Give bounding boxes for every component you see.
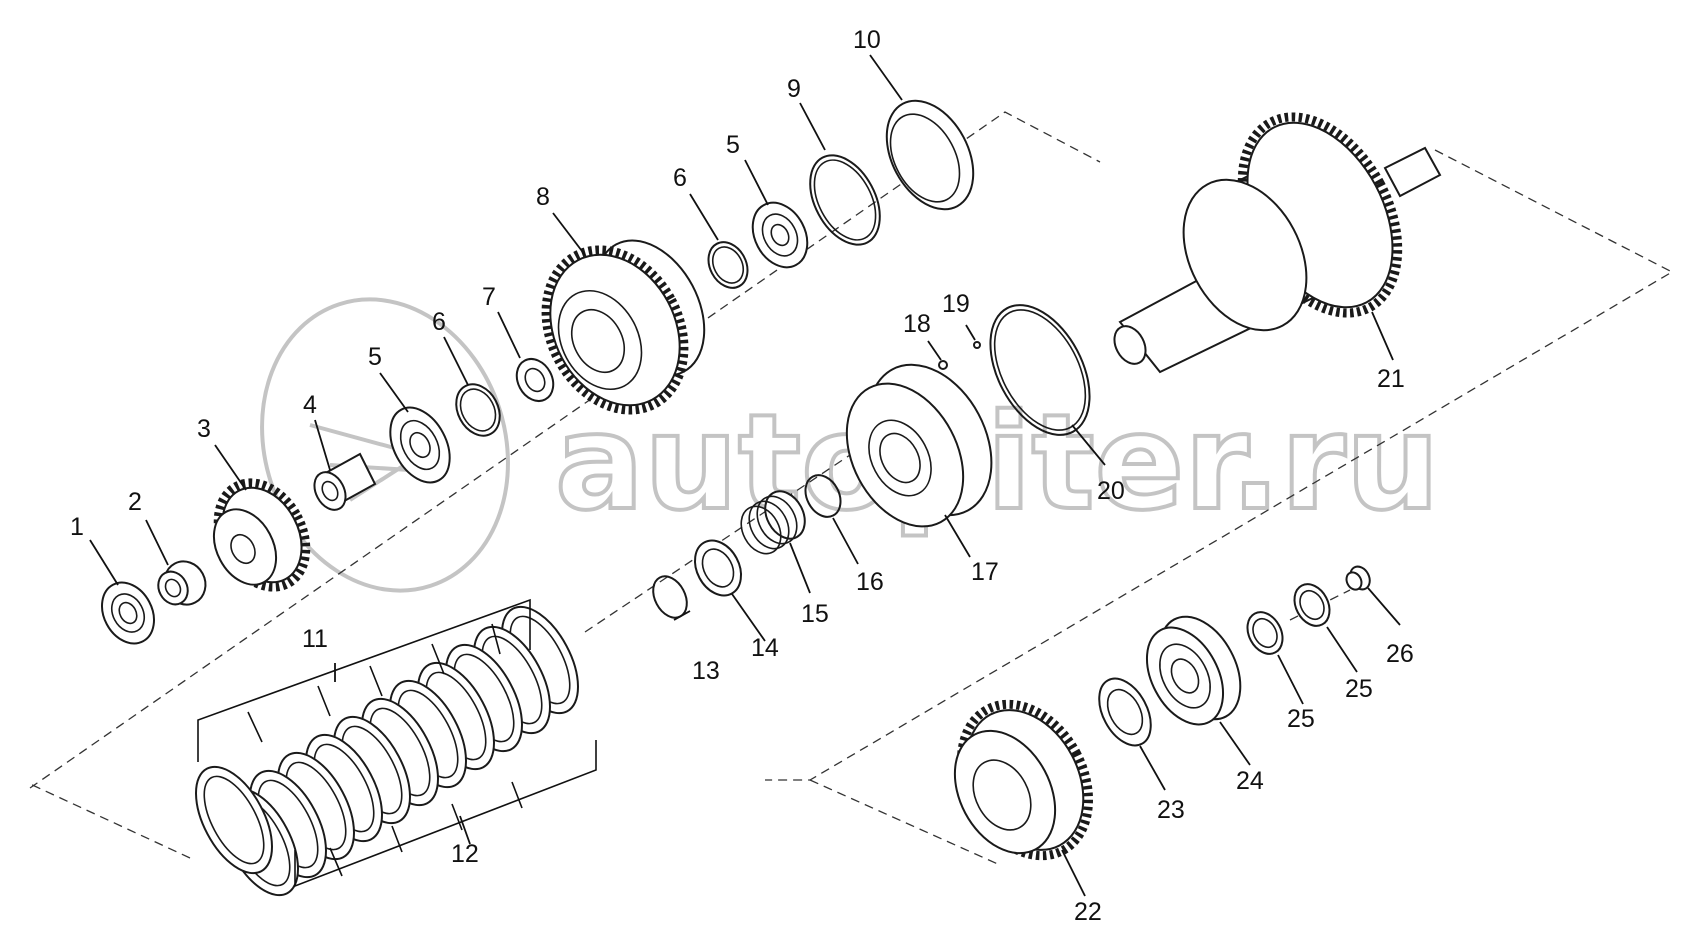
part-23-washer [1098, 677, 1152, 747]
part-19-ball [973, 341, 981, 349]
callout-23: 23 [1157, 796, 1185, 824]
callout-6: 6 [432, 308, 446, 336]
callout-26: 26 [1386, 640, 1414, 668]
part-18-ball [938, 360, 948, 370]
part-25-seal-a [1246, 611, 1284, 655]
callout-3: 3 [197, 415, 211, 443]
part-13-circlip [652, 575, 688, 619]
part-6-snap-ring-b [707, 241, 749, 289]
callout-labels: 1 2 3 4 5 5 6 6 7 8 9 10 11 12 13 14 15 … [70, 26, 1414, 926]
part-15-spring [740, 490, 806, 555]
callout-6: 6 [673, 164, 687, 192]
callout-16: 16 [856, 568, 884, 596]
callout-22: 22 [1074, 898, 1102, 926]
parts [101, 99, 1442, 897]
part-8-gear [541, 239, 706, 415]
callout-12: 12 [451, 840, 479, 868]
callout-15: 15 [801, 600, 829, 628]
callout-8: 8 [536, 183, 550, 211]
callout-4: 4 [303, 391, 317, 419]
callout-9: 9 [787, 75, 801, 103]
callout-24: 24 [1236, 767, 1264, 795]
callout-5: 5 [726, 131, 740, 159]
callout-18: 18 [903, 310, 931, 338]
callout-14: 14 [751, 634, 779, 662]
callout-25: 25 [1287, 705, 1315, 733]
callout-13: 13 [692, 657, 720, 685]
part-26-plug [1345, 565, 1371, 591]
watermark-text: autopiter.ru [555, 386, 1440, 540]
watermark: autopiter.ru [260, 297, 1442, 593]
callout-7: 7 [482, 283, 496, 311]
part-4-sleeve [313, 452, 377, 511]
callout-5: 5 [368, 343, 382, 371]
part-14-washer [693, 539, 743, 597]
callout-2: 2 [128, 488, 142, 516]
callout-17: 17 [971, 558, 999, 586]
part-11-12-clutch-pack [195, 605, 579, 897]
part-21-shaft-gear [1113, 112, 1442, 374]
clutch-pack-brackets [197, 598, 597, 888]
part-25-seal-b [1293, 583, 1331, 627]
callout-1: 1 [70, 513, 84, 541]
callout-11: 11 [302, 625, 328, 653]
part-6-snap-ring-a [455, 383, 501, 437]
callout-19: 19 [942, 290, 970, 318]
callout-20: 20 [1097, 477, 1125, 505]
part-24-bearing [1145, 615, 1242, 726]
part-7-washer [515, 357, 555, 403]
part-17-piston-housing [845, 363, 993, 528]
part-9-circlip [809, 154, 881, 246]
part-20-o-ring [989, 304, 1091, 436]
part-5-bearing-a [389, 406, 451, 484]
part-1-bearing [101, 581, 155, 645]
part-5-bearing-b [751, 201, 809, 269]
part-16-ring [804, 474, 842, 518]
part-10-seal [885, 99, 975, 211]
callout-10: 10 [853, 26, 881, 54]
part-3-gear [212, 478, 311, 592]
leader-lines [89, 54, 1401, 897]
callout-25: 25 [1345, 675, 1373, 703]
part-2-spacer [157, 560, 207, 606]
callout-21: 21 [1377, 365, 1405, 393]
part-22-gear [953, 699, 1094, 861]
